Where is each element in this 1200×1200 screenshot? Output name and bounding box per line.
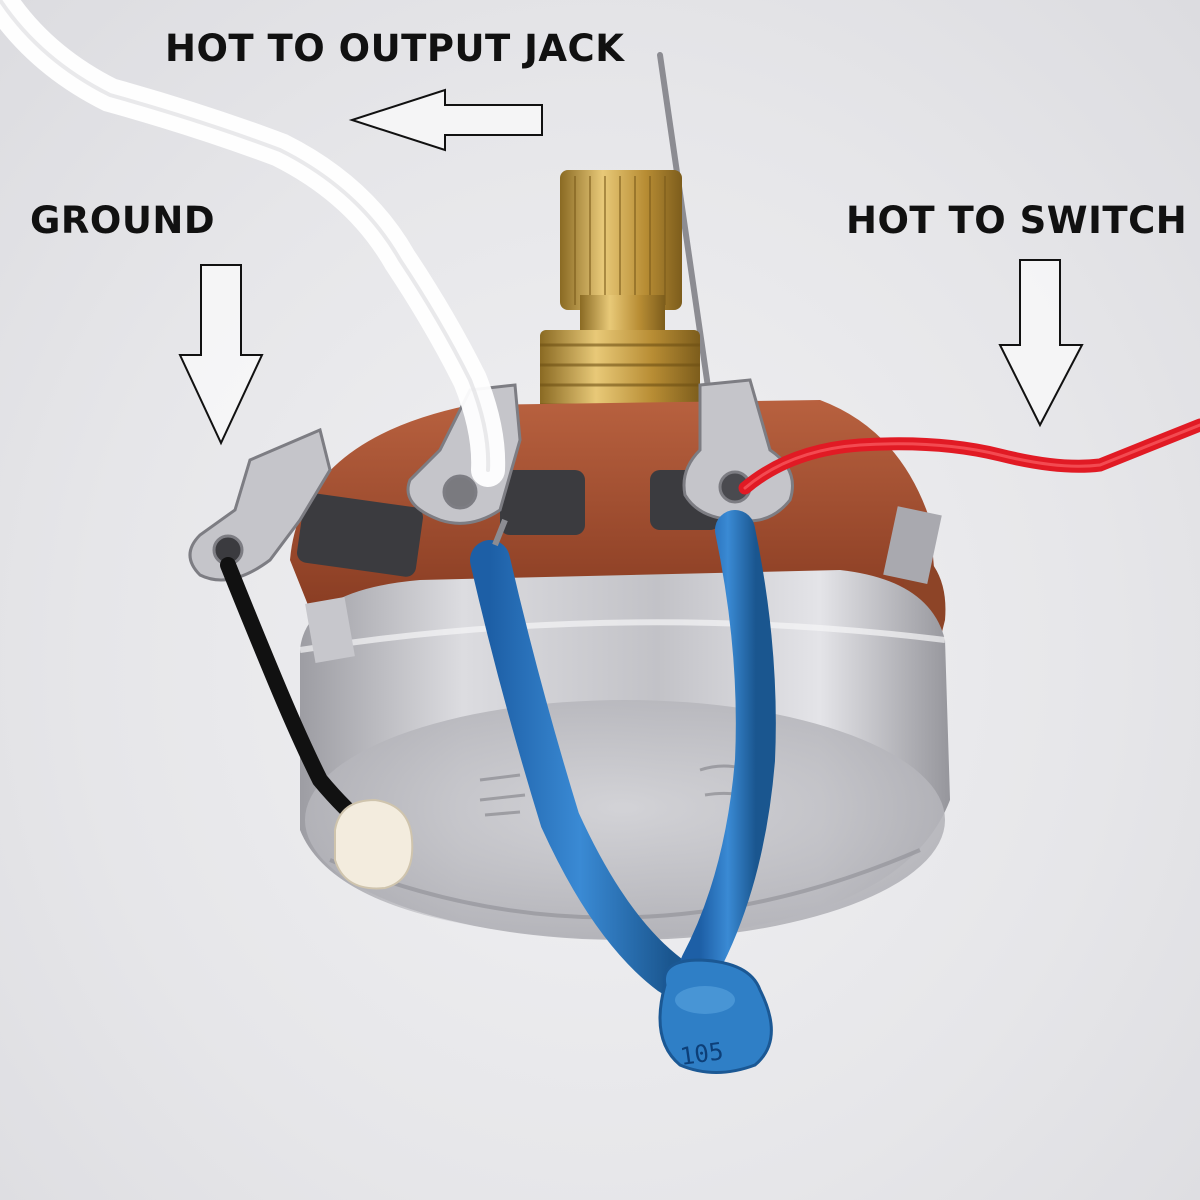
arrow-left-icon	[348, 88, 543, 152]
black-wire	[220, 557, 378, 838]
pot-body	[299, 506, 950, 940]
capacitor	[658, 958, 773, 1074]
ground-label: GROUND	[30, 199, 216, 242]
pot-shaft	[540, 170, 700, 440]
blue-sleeve-right	[680, 510, 776, 985]
arrow-down-icon	[998, 259, 1084, 428]
arrow-down-icon	[178, 264, 264, 446]
hot-to-output-jack-label: HOT TO OUTPUT JACK	[165, 27, 625, 70]
capacitor-code: 105	[678, 1037, 726, 1071]
solder-blob	[334, 798, 414, 890]
hot-to-switch-label: HOT TO SWITCH	[846, 199, 1188, 242]
blue-sleeve-left	[470, 540, 690, 995]
